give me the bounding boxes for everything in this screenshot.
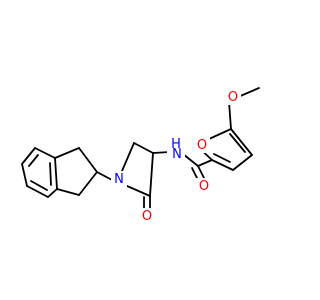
atom-n-ring: N: [111, 171, 127, 187]
atom-o-furan: O: [194, 137, 210, 153]
bond-methyl-o: [237, 87, 260, 98]
bond-carbonyl-n: [182, 153, 199, 167]
bond-c6-c5: [21, 163, 28, 187]
atom-n-amide: H N: [167, 137, 185, 162]
bond-c7a-c3a-inner: [49, 162, 52, 186]
bond-c2-c3: [211, 159, 234, 171]
bond-c5-c4: [26, 185, 49, 198]
bond-c2-carbonyl: [197, 159, 213, 167]
bond-c5-ofuran: [208, 128, 232, 140]
atom-n-amide-label: N: [172, 147, 182, 162]
bond-c3-c4pyr: [133, 142, 154, 154]
bond-n-c2ind: [96, 171, 113, 181]
bond-c3-c2pyr: [149, 152, 154, 197]
atom-h-amide-label: H: [171, 137, 181, 152]
bond-o-c5: [228, 101, 232, 130]
bond-carbonyl-o: [197, 165, 205, 179]
bond-c7a-c7: [34, 147, 56, 159]
bond-n-c5pyr: [126, 185, 151, 197]
bond-c7a-c3a: [54, 157, 58, 190]
atom-label-layer: O O O H N N O: [111, 89, 241, 224]
bond-c7-c6: [21, 147, 36, 165]
atom-o-methoxy-label: O: [228, 90, 238, 105]
bond-c3-c4: [232, 154, 253, 171]
bond-c5-c4-inner: [30, 180, 48, 191]
bond-layer: [21, 87, 260, 210]
atom-o-lactam-label: O: [142, 209, 152, 224]
bond-c1-c7a: [54, 147, 80, 159]
bond-c4-c5-inner: [229, 133, 246, 153]
atom-o-lactam: O: [139, 208, 155, 224]
chemical-structure: O O O H N N O: [21, 87, 260, 224]
bond-c7-c6-inner: [28, 154, 39, 167]
bond-c2ind-c3: [78, 171, 98, 196]
bond-c4-c5: [230, 128, 253, 156]
atom-o-methoxy: O: [225, 89, 241, 105]
atom-o-amide: O: [196, 178, 212, 194]
bond-c4pyr-n: [121, 142, 135, 172]
bond-c2ind-c1: [78, 147, 98, 173]
bond-c3-c3a: [56, 188, 80, 196]
atom-o-furan-label: O: [197, 138, 207, 153]
atom-o-amide-label: O: [199, 179, 209, 194]
bond-c4-c3a: [47, 188, 58, 198]
bond-c2-c3-inner: [213, 153, 231, 163]
atom-n-ring-label: N: [114, 172, 124, 187]
